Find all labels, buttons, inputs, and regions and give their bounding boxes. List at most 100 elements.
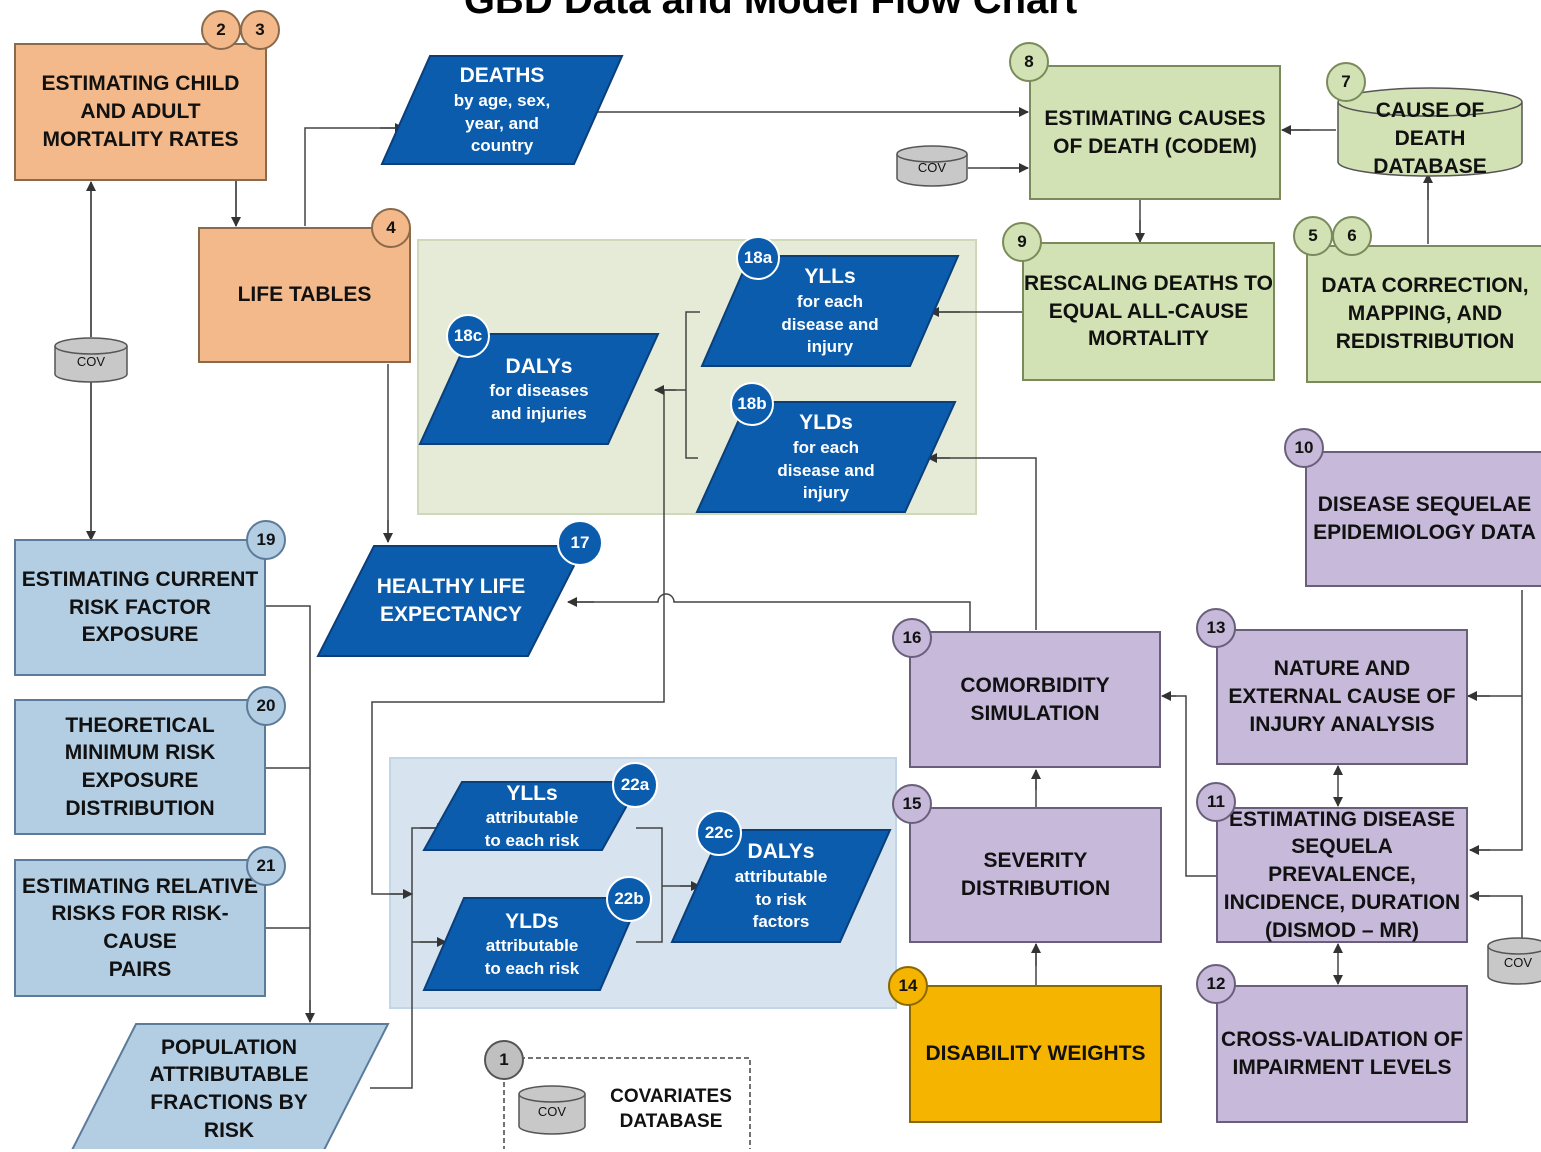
n10-label: DISEASE SEQUELAE EPIDEMIOLOGY DATA [1313, 493, 1536, 544]
badge-15: 15 [892, 784, 932, 824]
n7-label: CAUSE OF DEATH DATABASE [1373, 99, 1487, 178]
cov-codem-cylinder-body [896, 154, 968, 187]
badge-7: 7 [1326, 62, 1366, 102]
diagram-title: GBD Data and Model Flow Chart [463, 0, 1078, 22]
n12-box [1216, 985, 1468, 1123]
cov-database-cylinder-body [518, 1094, 586, 1135]
badge-22c: 22c [696, 810, 742, 856]
n18a-title: YLLs [804, 265, 856, 289]
n4-box [198, 227, 411, 363]
n22a-subtitle: attributable to each risk [484, 808, 580, 850]
n7-cylinder-body [1337, 102, 1523, 177]
n22b-shape [422, 897, 642, 991]
badge-11: 11 [1196, 782, 1236, 822]
n16-box [909, 631, 1161, 768]
n17-shape [316, 545, 586, 657]
cov-left-cylinder-top [54, 337, 128, 355]
n11-label: ESTIMATING DISEASE SEQUELA PREVALENCE, I… [1223, 807, 1461, 942]
comorbidity-to-hale-line [568, 593, 971, 632]
n22c-shape [670, 829, 892, 943]
cov-to-dismod-line [1470, 895, 1523, 940]
n15-box [909, 807, 1162, 943]
n22c-title: DALYs [747, 840, 815, 864]
yll-yld-bracket-line [685, 311, 700, 459]
n18a-subtitle: for each disease and injury [781, 292, 879, 357]
n14-label: DISABILITY WEIGHTS [925, 1042, 1146, 1066]
n11-box [1216, 807, 1468, 943]
n22a-title: YLLs [506, 781, 558, 805]
deaths-title: DEATHS [459, 64, 545, 88]
badge-18a: 18a [736, 236, 780, 280]
n17-label: HEALTHY LIFE EXPECTANCY [376, 575, 526, 626]
n18b-subtitle: for each disease and injury [777, 438, 875, 503]
badge-2: 2 [201, 10, 241, 50]
exposure-vertical-line [265, 605, 311, 1022]
n20-box [14, 699, 266, 835]
lifetables-to-deaths-line [304, 127, 404, 226]
badge-16: 16 [892, 618, 932, 658]
n22b-title: YLDs [505, 909, 559, 933]
badge-22a: 22a [612, 762, 658, 808]
cov-database-cylinder-top [518, 1085, 586, 1103]
badge-8: 8 [1009, 42, 1049, 82]
n19-box [14, 539, 266, 676]
n21-box [14, 859, 266, 997]
n23-box [14, 43, 267, 181]
badge-18b: 18b [730, 382, 774, 426]
cov-dismod-cylinder-top [1487, 937, 1541, 955]
cov-dismod-label: COV [1503, 955, 1533, 970]
n7-cylinder-top [1337, 87, 1523, 117]
badge-22b: 22b [606, 876, 652, 922]
deaths-label: DEATHS by age, sex, year, and country [430, 56, 574, 164]
cov-codem-cylinder-top [896, 145, 968, 163]
cov-left-label: COV [76, 354, 106, 369]
n9-box [1022, 242, 1275, 381]
badge-20: 20 [246, 686, 286, 726]
badge-6: 6 [1332, 216, 1372, 256]
badge-5: 5 [1293, 216, 1333, 256]
n8-label: ESTIMATING CAUSES OF DEATH (CODEM) [1044, 106, 1266, 158]
badge-13: 13 [1196, 608, 1236, 648]
badge-17: 17 [557, 520, 603, 566]
n13-label: NATURE AND EXTERNAL CAUSE OF INJURY ANAL… [1228, 657, 1456, 736]
n22b-subtitle: attributable to each risk [484, 936, 580, 978]
badge-19: 19 [246, 520, 286, 560]
n1-label: COVARIATES DATABASE [610, 1085, 732, 1132]
n15-label: SEVERITY DISTRIBUTION [960, 849, 1111, 900]
n22c-subtitle: attributable to risk factors [734, 867, 828, 932]
n23-label: ESTIMATING CHILD AND ADULT MORTALITY RAT… [41, 72, 240, 151]
badge-12: 12 [1196, 964, 1236, 1004]
n22c-label: DALYs attributable to risk factors [722, 830, 840, 942]
badge-18c: 18c [446, 314, 490, 358]
n4-label: LIFE TABLES [237, 283, 372, 307]
covariates-dashed-box [503, 1057, 751, 1149]
n18a-shape [700, 255, 960, 367]
n20-label: THEORETICAL MINIMUM RISK EXPOSURE DISTRI… [64, 713, 216, 820]
badge-1: 1 [484, 1040, 524, 1080]
n22a-label: YLLs attributable to each risk [462, 782, 602, 850]
comorbidity-to-ylds-line [928, 457, 1037, 630]
badge-14: 14 [888, 966, 928, 1006]
n22b-label: YLDs attributable to each risk [464, 898, 600, 990]
badge-10: 10 [1284, 428, 1324, 468]
n18c-shape [418, 333, 660, 445]
n9-label: RESCALING DEATHS TO EQUAL ALL-CAUSE MORT… [1024, 271, 1273, 351]
cov-database-label: COV [537, 1104, 567, 1119]
n56-label: DATA CORRECTION, MAPPING, AND REDISTRIBU… [1321, 274, 1529, 353]
n8-box [1029, 65, 1281, 200]
paf-shape [71, 1023, 390, 1149]
dalys-down-line [371, 390, 665, 895]
n18a-label: YLLs for each disease and injury [750, 256, 910, 366]
n18c-title: DALYs [505, 354, 573, 378]
n14-box [909, 985, 1162, 1123]
deaths-subtitle: by age, sex, year, and country [453, 91, 551, 156]
n12-label: CROSS-VALIDATION OF IMPAIRMENT LEVELS [1221, 1028, 1463, 1079]
n18c-subtitle: for diseases and injuries [489, 381, 589, 423]
n16-label: COMORBIDITY SIMULATION [960, 673, 1110, 725]
badge-21: 21 [246, 846, 286, 886]
deaths-shape [380, 55, 624, 165]
n56-box [1306, 245, 1541, 383]
n22a-shape [422, 781, 642, 851]
epi-to-dismod-line [1470, 590, 1523, 851]
